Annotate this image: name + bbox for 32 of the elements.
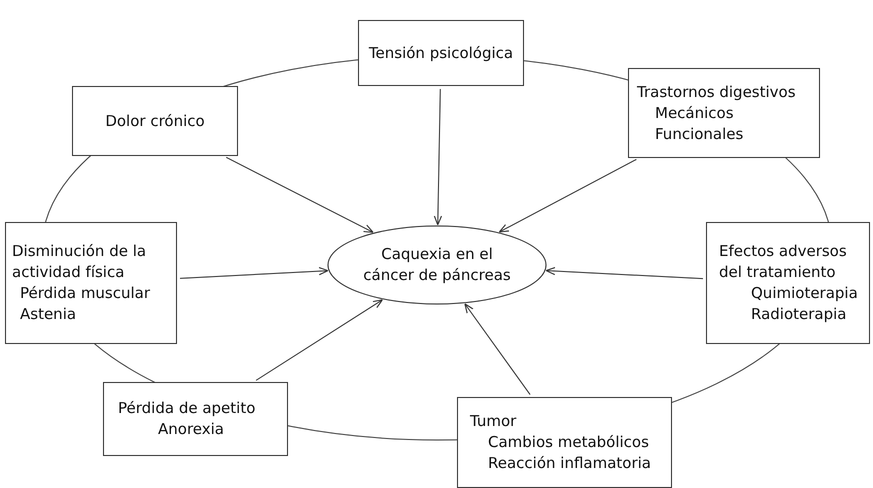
arrow bbox=[498, 158, 637, 233]
factor-box bbox=[358, 20, 524, 86]
factor-title: Dolor crónico bbox=[104, 110, 206, 132]
factor-item: Quimioterapia bbox=[750, 283, 857, 304]
factor-item: Radioterapia bbox=[750, 304, 848, 325]
factor-box bbox=[72, 86, 238, 156]
factor-title: Tensión psicológica bbox=[368, 42, 514, 64]
factor-item: Mecánicos bbox=[654, 102, 735, 124]
arrow bbox=[434, 88, 442, 226]
factor-box bbox=[628, 68, 820, 158]
factor-item: Astenia bbox=[19, 304, 78, 325]
factor-item: Reacción inflamatoria bbox=[487, 453, 652, 474]
factor-title: Tumor bbox=[470, 411, 518, 432]
factor-box bbox=[5, 222, 177, 344]
factor-title: Pérdida de apetito bbox=[118, 398, 256, 419]
factor-title: Disminución de la actividad física bbox=[12, 241, 148, 283]
central-ellipse bbox=[327, 225, 547, 305]
factor-box bbox=[706, 222, 870, 344]
factor-title: Trastornos digestivos bbox=[637, 82, 797, 102]
arrow bbox=[256, 299, 383, 381]
arrow bbox=[545, 266, 704, 280]
factor-title: Caquexia en el cáncer de páncreas bbox=[362, 244, 512, 286]
factor-item: Funcionales bbox=[654, 124, 744, 144]
factor-box bbox=[103, 382, 288, 456]
arrow bbox=[226, 156, 374, 233]
factor-item: Cambios metabólicos bbox=[487, 432, 650, 453]
arrow bbox=[464, 303, 531, 396]
factor-item: Anorexia bbox=[157, 419, 225, 440]
factor-title: Efectos adversos del tratamiento bbox=[719, 241, 848, 283]
factor-item: Pérdida muscular bbox=[19, 283, 152, 304]
arrow bbox=[180, 267, 329, 279]
factor-box bbox=[457, 397, 672, 488]
